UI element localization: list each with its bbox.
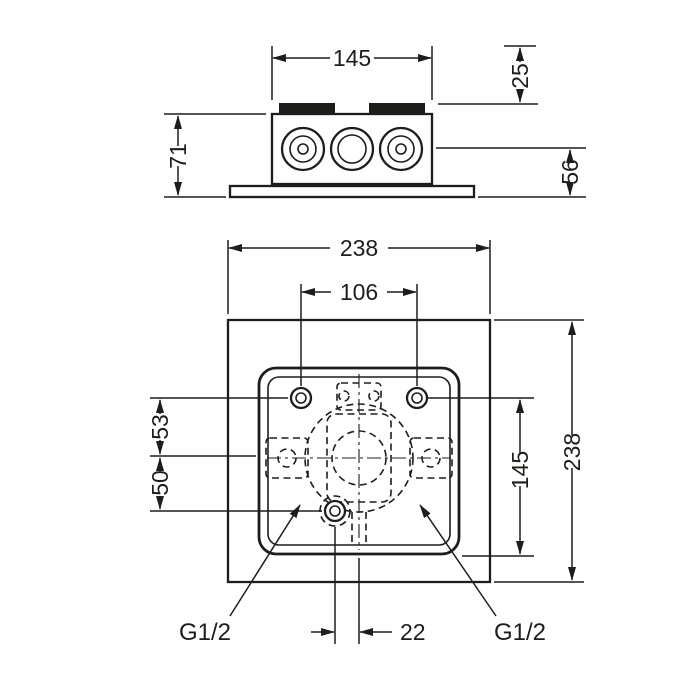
dim-53-label: 53: [147, 414, 173, 440]
dim-25-label: 25: [507, 63, 533, 89]
thread-left-label: G1/2: [179, 619, 231, 646]
port-right: [378, 126, 424, 172]
leader-line: [419, 504, 497, 617]
dim-front-bottom-offset: 22: [311, 527, 426, 645]
dim-front-outer-height: 238: [494, 319, 585, 583]
dim-side-width: 145: [271, 45, 433, 100]
dim-side-depth: 56: [436, 147, 586, 198]
top-pad-right: [369, 103, 425, 114]
port-left: [280, 126, 326, 172]
side-port-right: [409, 437, 453, 479]
leader-line: [229, 504, 301, 617]
screw-top-left: [289, 386, 313, 410]
dim-145-width-label: 145: [333, 45, 371, 71]
dim-side-height: 71: [164, 113, 266, 198]
dim-front-inner-height: 145: [428, 397, 534, 557]
top-pad-left: [279, 103, 335, 114]
dim-front-outer-width: 238: [227, 235, 491, 314]
dim-106-label: 106: [340, 279, 378, 305]
screw-bottom: [323, 499, 347, 523]
side-port-left: [265, 437, 309, 479]
dim-56-label: 56: [557, 159, 583, 185]
mounting-plate: [228, 184, 476, 199]
front-view: [226, 318, 492, 584]
dim-145-inner-label: 145: [507, 451, 533, 489]
thread-callout-right: G1/2: [419, 504, 546, 646]
thread-callout-left: G1/2: [179, 504, 301, 646]
dim-50-label: 50: [147, 470, 173, 496]
dim-side-top-offset: 25: [438, 45, 538, 105]
dim-front-left-spacings: 53 50: [147, 397, 322, 512]
dim-71-label: 71: [165, 143, 191, 169]
screw-top-right: [405, 386, 429, 410]
side-view: [228, 103, 476, 199]
thread-right-label: G1/2: [494, 619, 546, 646]
dim-238-height-label: 238: [559, 433, 585, 471]
port-center: [329, 126, 375, 172]
hidden-mechanism: [265, 382, 453, 546]
dim-238-width-label: 238: [340, 235, 378, 261]
dim-front-hole-spacing: 106: [300, 279, 418, 386]
dim-22-label: 22: [400, 619, 426, 645]
